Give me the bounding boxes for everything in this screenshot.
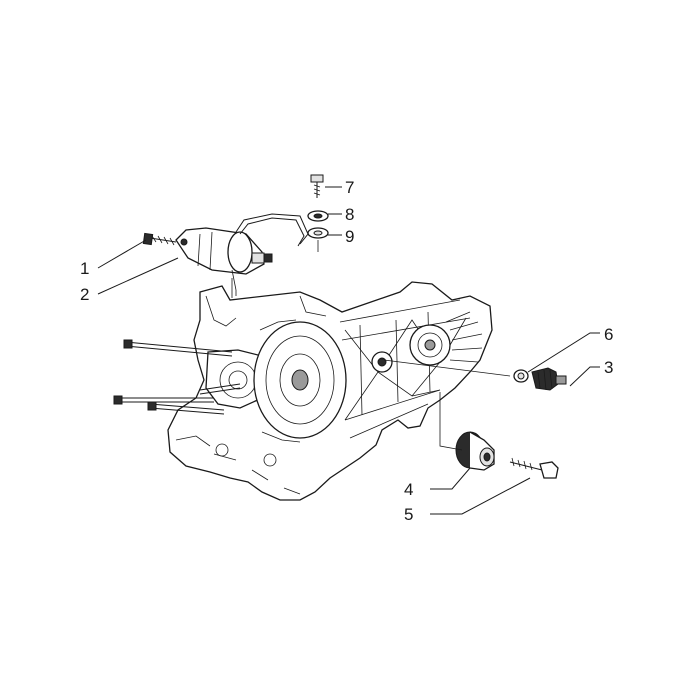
seal-6 — [513, 369, 529, 383]
washer-8 — [307, 210, 329, 222]
callout-4: 4 — [404, 480, 413, 499]
callout-9: 9 — [345, 227, 354, 246]
washer-9 — [307, 227, 329, 239]
bolt-7 — [310, 174, 324, 198]
callout-5: 5 — [404, 505, 413, 524]
callout-6: 6 — [604, 325, 613, 344]
callout-1: 1 — [80, 259, 89, 278]
sensor-3 — [531, 367, 567, 391]
screw-1 — [142, 232, 177, 246]
callout-3: 3 — [604, 358, 613, 377]
leader-lines — [97, 186, 600, 515]
starter-motor — [175, 213, 309, 296]
roller-4 — [455, 431, 495, 471]
callout-labels: 1 2 3 4 5 6 7 8 9 — [80, 178, 613, 524]
assembly-guides — [231, 240, 511, 451]
bolt-5 — [509, 457, 559, 479]
cylinder-studs — [113, 339, 241, 415]
callout-2: 2 — [80, 285, 89, 304]
crankcase — [167, 281, 493, 501]
callout-8: 8 — [345, 205, 354, 224]
callout-7: 7 — [345, 178, 354, 197]
